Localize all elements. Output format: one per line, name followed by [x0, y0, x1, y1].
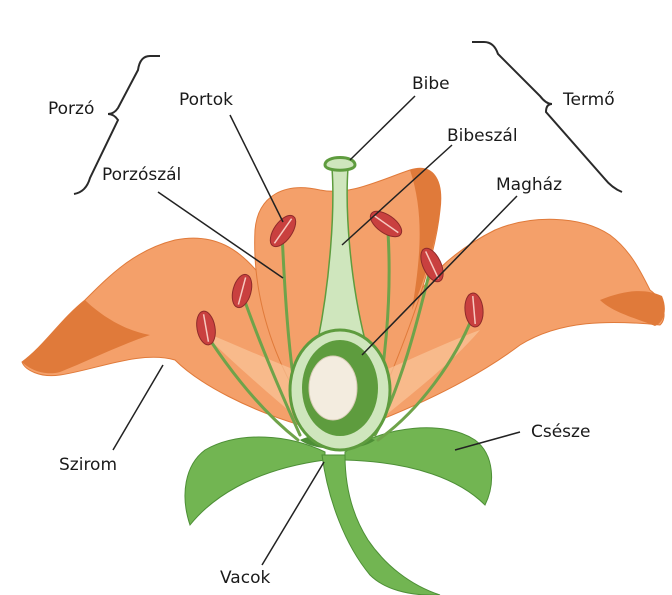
sepal-left [184, 436, 326, 527]
leader-porzoszal [157, 191, 284, 279]
label-portok: Portok [179, 90, 233, 110]
anther [269, 214, 297, 248]
label-maghaz: Magház [496, 175, 562, 195]
label-termo: Termő [563, 90, 615, 110]
stigma [323, 156, 357, 172]
leader-lines [112, 95, 521, 566]
anther [420, 247, 444, 283]
pistil [288, 156, 392, 452]
receptacle-stem [321, 454, 441, 595]
label-bibeszal: Bibeszál [447, 126, 518, 146]
anther [231, 273, 253, 309]
anthers [196, 210, 484, 346]
bracket-termo [472, 41, 623, 193]
filament-2 [241, 294, 302, 437]
petal-back-shadow [410, 168, 441, 310]
label-szirom: Szirom [59, 455, 118, 475]
anther [369, 210, 403, 238]
petal-right-shadow [600, 291, 665, 326]
label-porzoszal: Porzószál [102, 165, 182, 185]
filament-3 [208, 338, 300, 442]
petal-left-shadow [22, 300, 150, 374]
leader-csesze [454, 431, 521, 451]
label-csesze: Csésze [531, 422, 591, 442]
leader-bibe [349, 95, 416, 161]
anther [196, 310, 216, 346]
anther [464, 292, 484, 328]
bracket-porzo [73, 55, 160, 195]
leader-portok [229, 114, 284, 223]
label-vacok: Vacok [220, 568, 271, 588]
ovule [308, 355, 358, 421]
label-porzo: Porzó [48, 99, 95, 119]
leader-vacok [261, 461, 325, 566]
leader-bibeszal [341, 144, 453, 246]
filament-6 [376, 316, 474, 442]
label-bibe: Bibe [412, 74, 450, 94]
leader-maghaz [361, 195, 518, 356]
leader-szirom [112, 364, 164, 451]
sepal-right [344, 427, 493, 506]
